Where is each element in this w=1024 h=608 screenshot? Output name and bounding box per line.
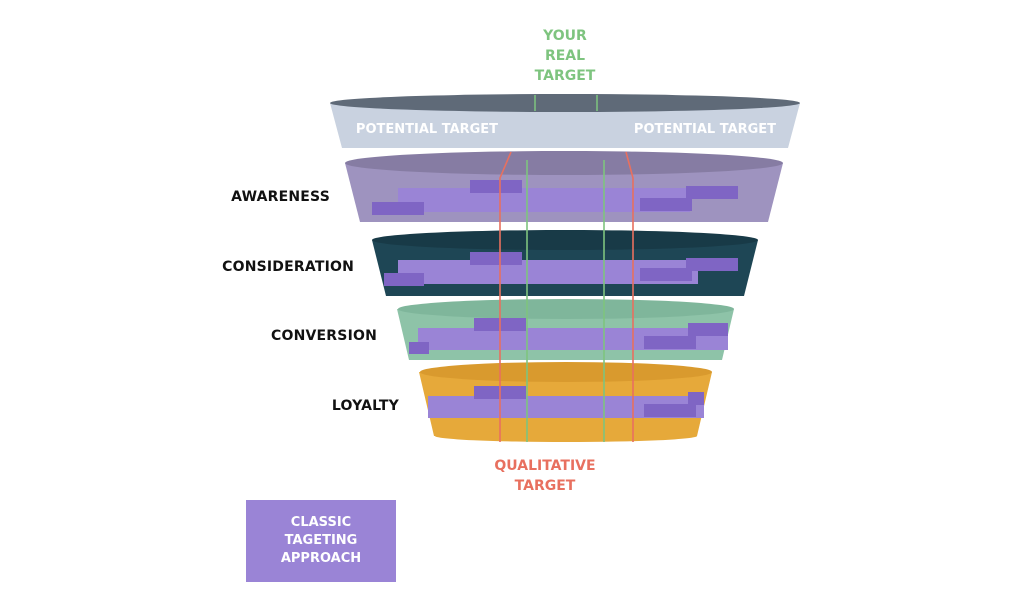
classic-box-line-3: APPROACH [280,551,362,566]
qualitative-target-lines [499,151,634,442]
stage-label-consideration: CONSIDERATION [222,259,354,275]
loyalty-level [419,362,712,442]
potential-target-left-label: POTENTIAL TARGET [356,122,498,137]
your-real-target-label: YOUR REAL TARGET [500,26,630,86]
real-target-line-1: YOUR [543,28,587,44]
awareness-level [345,151,783,222]
potential-band [330,103,800,148]
qualitative-line-1: QUALITATIVE [494,458,596,474]
stage-label-loyalty: LOYALTY [331,398,399,414]
consideration-level [372,230,758,296]
stage-label-conversion: CONVERSION [271,328,377,344]
real-target-line-3: TARGET [534,68,596,84]
stage-label-awareness: AWARENESS [231,189,330,205]
qualitative-line-2: TARGET [514,478,576,494]
potential-target-right-label: POTENTIAL TARGET [634,122,776,137]
conversion-level [397,299,734,360]
potential-target-level: POTENTIAL TARGET POTENTIAL TARGET [330,94,800,148]
classic-box-line-2: TAGETING [284,533,358,548]
qualitative-target-label: QUALITATIVE TARGET [470,456,620,496]
potential-rim [330,94,800,112]
real-target-lines [526,160,605,442]
real-target-line-2: REAL [544,48,586,64]
classic-targeting-approach-box: CLASSIC TAGETING APPROACH [246,500,396,582]
classic-box-line-1: CLASSIC [290,515,352,530]
